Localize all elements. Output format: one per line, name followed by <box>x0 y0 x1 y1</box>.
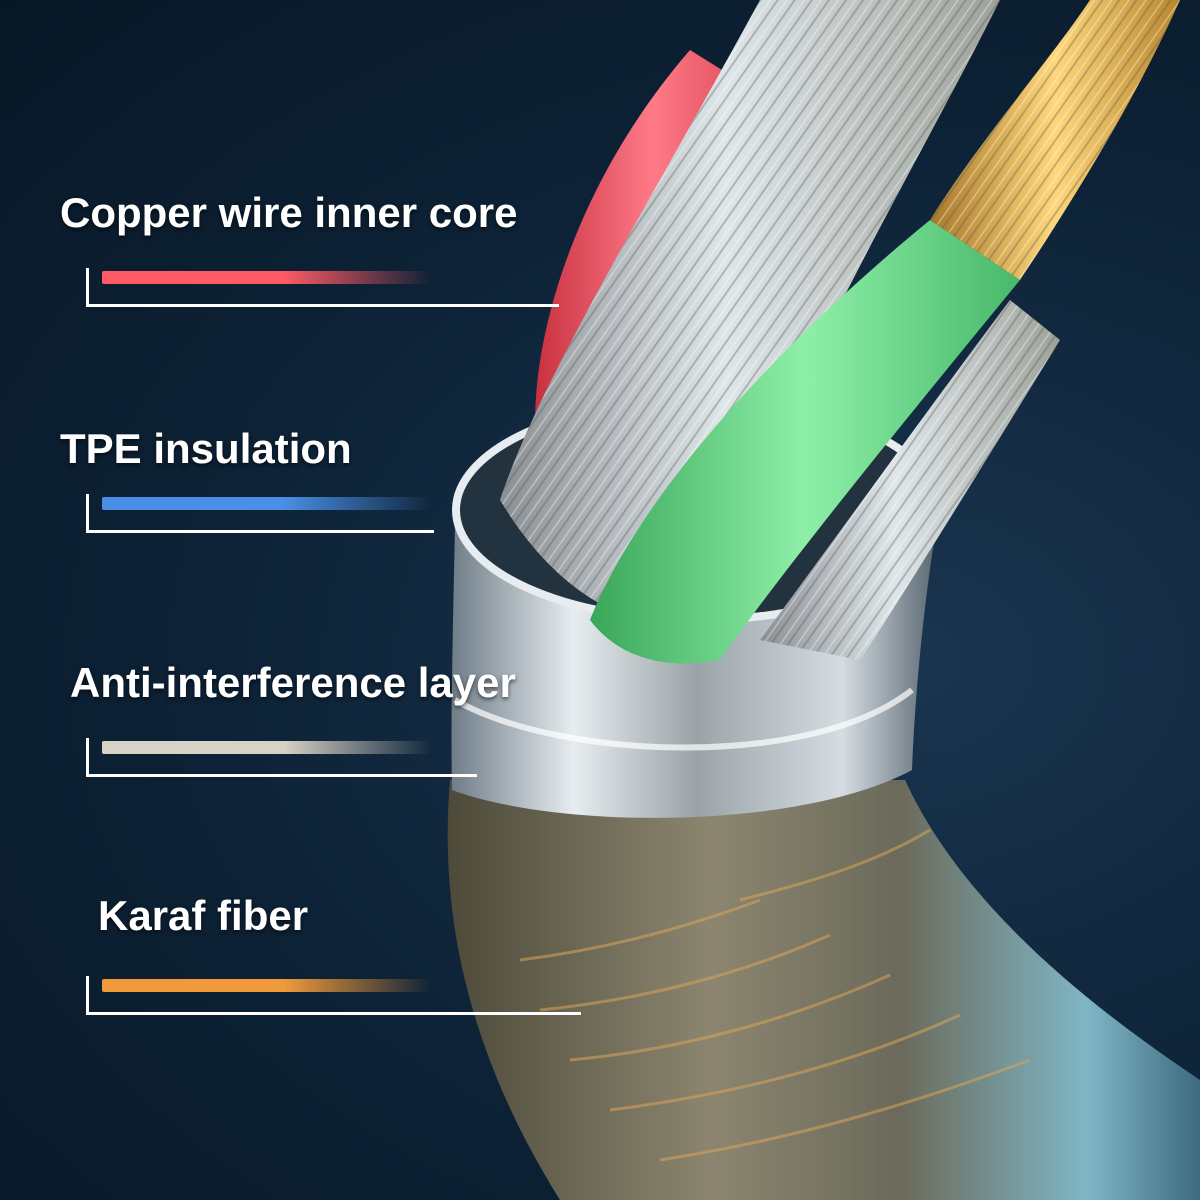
layer-pointer-karaf-fiber <box>86 976 581 1015</box>
layer-pointer-copper-core <box>86 268 559 307</box>
layer-color-bar-karaf-fiber <box>102 979 432 992</box>
layer-color-bar-anti-interference <box>102 741 432 754</box>
layer-label-karaf-fiber: Karaf fiber <box>98 892 309 939</box>
layer-label-tpe-insulation: TPE insulation <box>60 425 352 472</box>
layer-label-anti-interference: Anti-interference layer <box>70 659 516 706</box>
layer-label-copper-core: Copper wire inner core <box>60 189 518 236</box>
layer-pointer-anti-interference <box>86 738 477 777</box>
layer-pointer-tpe-insulation <box>86 494 434 533</box>
layer-color-bar-tpe-insulation <box>102 497 432 510</box>
layer-color-bar-copper-core <box>102 271 432 284</box>
